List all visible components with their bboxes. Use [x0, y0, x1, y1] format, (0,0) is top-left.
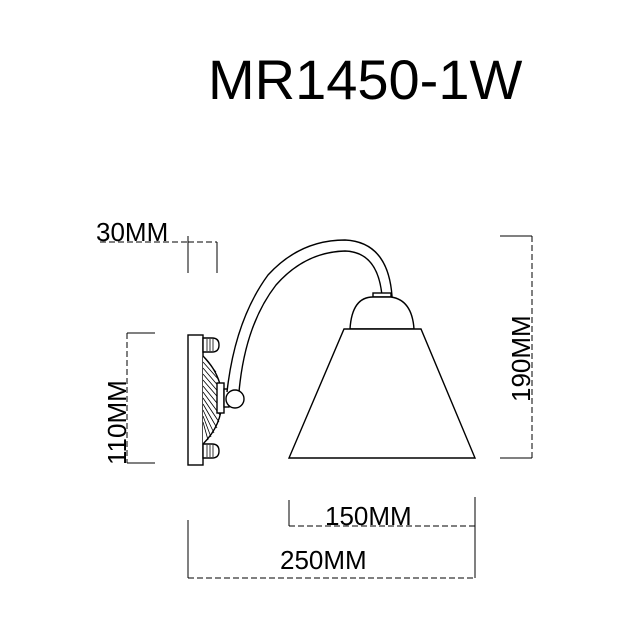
dimension-250mm — [187, 520, 475, 579]
ball-joint — [225, 389, 245, 409]
label-190mm: 190MM — [506, 315, 536, 402]
top-screw-icon — [202, 337, 220, 353]
dimension-30mm — [100, 236, 218, 273]
arm — [226, 239, 393, 393]
rosette — [202, 355, 230, 445]
model-title: MR1450-1W — [208, 48, 523, 111]
dimension-190mm — [500, 235, 533, 459]
label-150mm: 150MM — [325, 501, 412, 531]
dimension-150mm — [288, 497, 476, 578]
label-30mm: 30MM — [96, 217, 168, 247]
label-250mm: 250MM — [280, 545, 367, 575]
backplate — [187, 334, 204, 466]
bottom-screw-icon — [202, 443, 220, 459]
dome-cap — [349, 296, 415, 330]
lamp-shade — [287, 328, 477, 459]
label-110mm: 110MM — [102, 380, 132, 465]
dimension-110mm — [126, 332, 155, 464]
